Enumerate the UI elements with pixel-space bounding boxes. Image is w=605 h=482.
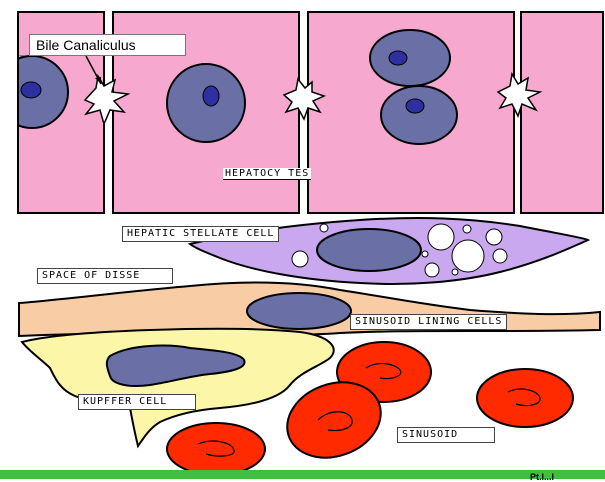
lining-nucleus	[246, 292, 352, 330]
bile-canaliculus-star-2	[282, 77, 327, 121]
bile-canaliculus-star-3	[496, 71, 543, 118]
kupffer-nucleus	[105, 344, 246, 387]
nucleus-3a	[369, 29, 451, 87]
label-bile-canaliculus: Bile Canaliculus	[29, 34, 186, 56]
label-sinusoid: SINUSOID	[397, 427, 495, 443]
kupffer-cell	[20, 327, 335, 449]
footer-fragment: Pt.l...l	[530, 472, 555, 482]
nucleolus-3a	[388, 50, 408, 66]
label-hepatocytes: HEPATOCY TES	[223, 168, 312, 180]
footer-bar	[0, 470, 605, 479]
red-blood-cell-2	[476, 368, 574, 428]
bile-canaliculus-arrowhead	[95, 77, 101, 84]
red-blood-cell-4	[166, 422, 266, 476]
nucleolus-3b	[405, 98, 425, 114]
lipid-droplets	[291, 223, 508, 278]
red-blood-cell-3	[286, 381, 382, 459]
label-sinusoid-lining-cells: SINUSOID LINING CELLS	[350, 314, 508, 330]
label-space-of-disse: SPACE OF DISSE	[37, 268, 173, 284]
hepatocyte-4	[520, 11, 604, 214]
nucleus-1b	[19, 55, 69, 129]
label-kupffer-cell: KUPFFER CELL	[78, 394, 196, 410]
stellate-nucleus	[316, 228, 422, 272]
nucleolus-2	[202, 85, 220, 107]
label-hepatic-stellate-cell: HEPATIC STELLATE CELL	[122, 226, 280, 242]
nucleolus-1	[20, 81, 42, 99]
nucleus-3b	[380, 85, 458, 145]
